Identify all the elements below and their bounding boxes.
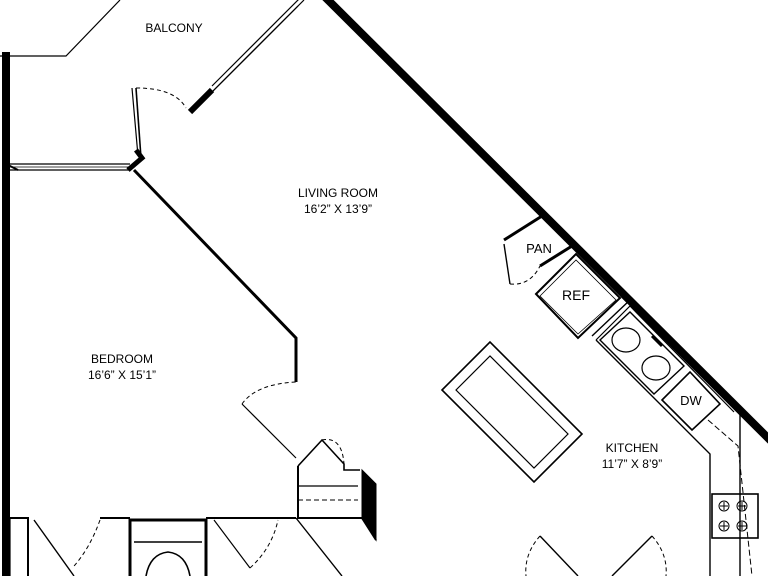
toilet — [145, 551, 191, 576]
lower-door-swing-a — [525, 535, 541, 576]
kitchen-island-inner — [455, 355, 569, 469]
kitchen — [440, 214, 759, 576]
hall-diag-bottom — [295, 517, 343, 576]
kitchen-dimensions: 11’7” X 8’9” — [602, 457, 662, 471]
pantry-door-swing — [509, 265, 541, 285]
bedroom-door-leaf — [241, 403, 297, 459]
bath-door-swing-a — [73, 519, 101, 567]
balcony-label: BALCONY — [145, 21, 202, 35]
bedroom-living-wall — [132, 168, 298, 382]
dishwasher-box — [660, 370, 722, 432]
bath-door-leaf-b — [213, 519, 251, 569]
balcony-slider-frame-c — [211, 0, 299, 87]
faucet — [650, 334, 664, 348]
balcony-door-swing — [135, 87, 187, 109]
hall-wall-stub — [361, 468, 377, 542]
sink-bowl-a — [611, 327, 641, 353]
counter-front — [591, 299, 741, 576]
bath-wall — [10, 517, 29, 576]
counter-dashed-edge — [707, 419, 753, 576]
range-burners — [718, 500, 748, 532]
interior-walls — [9, 148, 377, 576]
hall-wall-b — [297, 438, 360, 471]
pantry-wall — [503, 214, 575, 268]
balcony-door-jamb — [135, 87, 142, 159]
bath-closet-diag — [33, 519, 75, 576]
balcony-door-leaf — [131, 87, 139, 157]
kitchen-label: KITCHEN — [606, 441, 659, 455]
balcony — [0, 0, 305, 159]
bedroom-window — [5, 163, 130, 171]
bedroom-door-swing — [241, 381, 297, 405]
wall-corner-joint — [126, 148, 146, 172]
dishwasher-label: DW — [680, 393, 702, 408]
refrigerator-label: REF — [562, 287, 590, 303]
counter-back — [595, 305, 735, 413]
balcony-slider-jamb — [187, 87, 215, 115]
balcony-railing — [0, 0, 121, 57]
bedroom-dimensions: 16’6” X 15’1” — [88, 368, 156, 382]
pantry-door-leaf — [503, 243, 511, 285]
lower-door-b — [611, 535, 653, 576]
refrigerator-inner — [539, 259, 617, 335]
bath-box — [128, 518, 208, 576]
bedroom-label: BEDROOM — [91, 352, 153, 366]
kitchen-island — [440, 340, 584, 484]
counter-edge — [595, 339, 711, 576]
range — [711, 493, 759, 539]
sink-bowl-b — [641, 355, 671, 381]
lower-door-a — [539, 535, 579, 576]
refrigerator-box — [534, 252, 622, 340]
pantry-label: PAN — [526, 241, 552, 256]
living-room-dimensions: 16’2” X 13’9” — [304, 202, 372, 216]
sink-basin — [598, 311, 686, 395]
balcony-slider-frame-b — [199, 5, 299, 105]
hall-door-swing — [321, 439, 345, 465]
bath-door-swing-b — [249, 519, 279, 569]
living-room-label: LIVING ROOM — [298, 186, 378, 200]
lower-door-swing-b — [651, 535, 667, 576]
